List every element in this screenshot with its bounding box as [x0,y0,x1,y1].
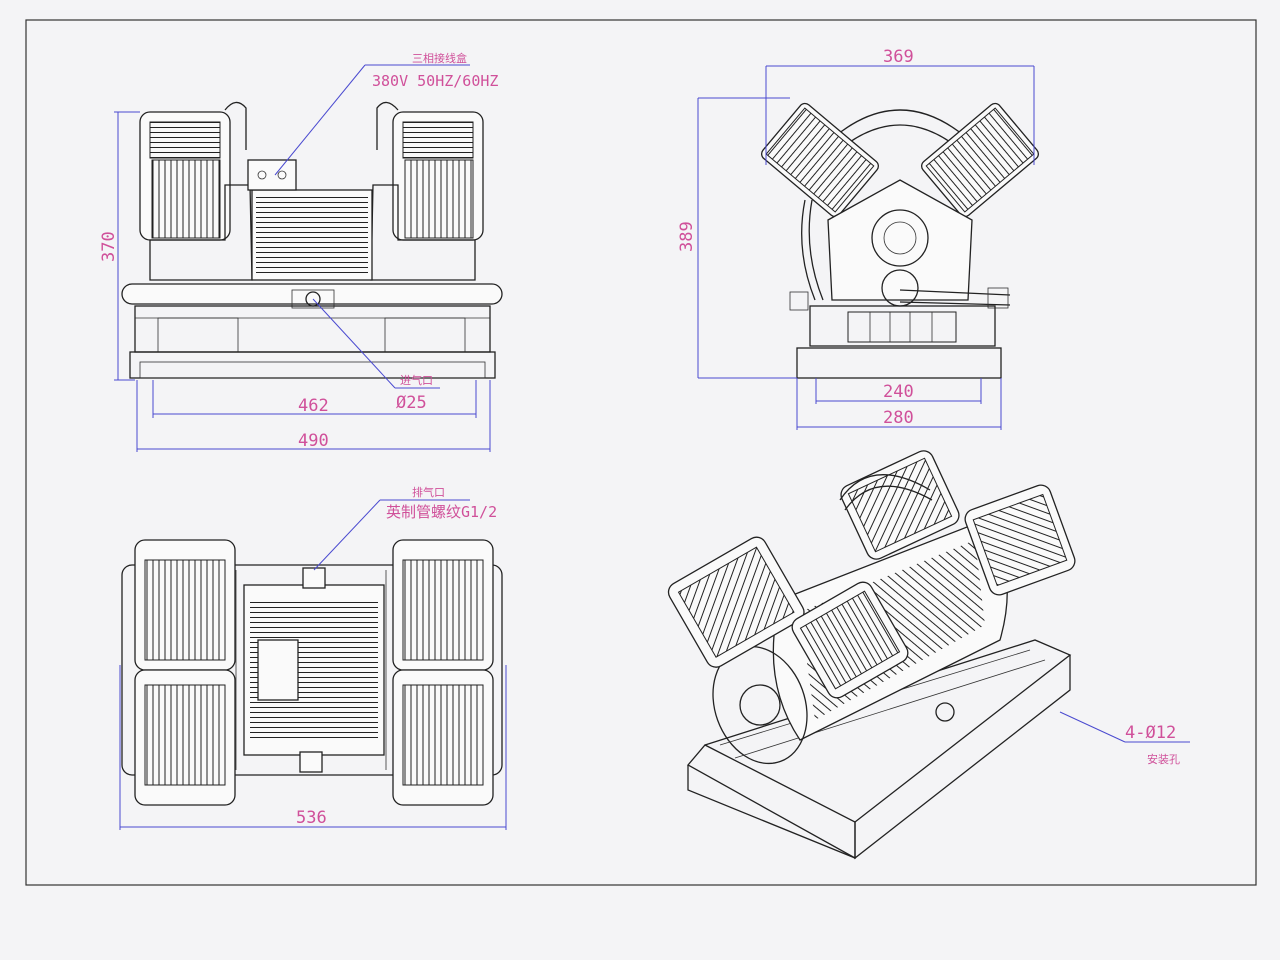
front-outer-width-dim: 490 [298,431,329,451]
front-view-dimensions: 370 462 490 三相接线盒 380V 50HZ/60HZ 进气口 Ø25 [99,51,498,452]
isometric-view-dimensions: 4-Ø12 安装孔 [1059,711,1190,766]
junction-box-label: 三相接线盒 [412,51,467,65]
front-view [121,101,503,379]
drawing-frame [25,19,1257,886]
front-height-dim: 370 [99,231,119,262]
top-view-dimensions: 536 排气口 英制管螺纹G1/2 [119,485,507,830]
side-view [761,102,1039,379]
side-height-dim: 389 [677,221,697,252]
outlet-thread: 英制管螺纹G1/2 [386,503,497,521]
side-width-dim: 369 [883,47,914,67]
inlet-diameter: Ø25 [396,393,427,413]
inlet-label: 进气口 [400,373,433,387]
top-width-dim: 536 [296,808,327,828]
front-inner-width-dim: 462 [298,396,329,416]
mounting-holes-label: 安装孔 [1147,752,1180,766]
mounting-holes-dim: 4-Ø12 [1125,723,1176,743]
outlet-label: 排气口 [412,485,445,499]
isometric-view [667,450,1076,860]
power-label: 380V 50HZ/60HZ [372,72,498,90]
side-base-inner-dim: 240 [883,382,914,402]
top-view [121,539,503,806]
side-base-outer-dim: 280 [883,408,914,428]
side-view-dimensions: 369 389 240 280 [677,47,1035,430]
